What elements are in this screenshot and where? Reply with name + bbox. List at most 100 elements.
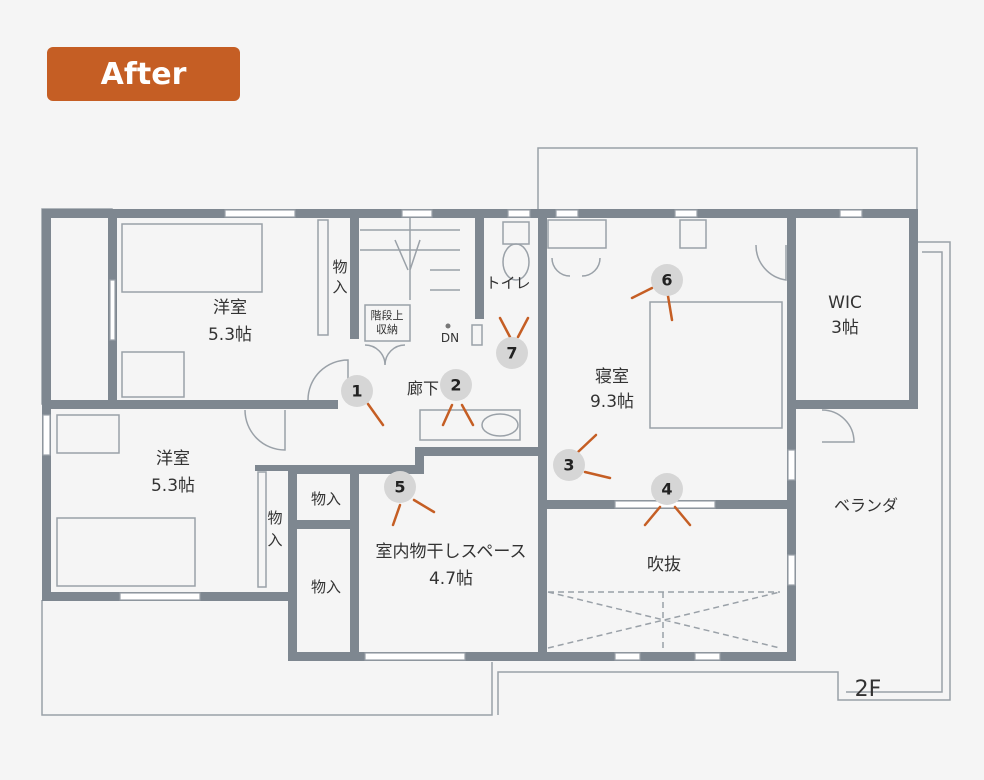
door-stair-storage — [364, 344, 406, 366]
dresser-bedroom-1 — [547, 219, 607, 249]
marker-7-sight-right — [516, 316, 530, 339]
wall-hall-bottom — [415, 447, 547, 456]
after-badge: After — [47, 47, 240, 101]
window-toilet-top — [507, 209, 531, 218]
window-bedroom-right — [787, 449, 796, 481]
door-veranda — [821, 409, 855, 443]
floor-label: 2F — [855, 677, 882, 702]
marker-3-sight-top — [576, 433, 598, 454]
marker-4-number: 4 — [661, 480, 672, 499]
hallway-label: 廊下 — [407, 379, 439, 398]
top-right-outline — [537, 147, 918, 210]
bottom-left-outline — [41, 600, 493, 716]
marker-3-circle — [553, 449, 585, 481]
wall-storage-right — [350, 465, 359, 661]
stair-storage-box — [364, 304, 411, 342]
drying-space-name: 室内物干しスペース — [376, 542, 527, 562]
dresser-bedroom-2 — [679, 219, 707, 249]
wall-closet-top — [255, 465, 295, 471]
marker-7: 7 — [496, 316, 530, 369]
wall-storage-divider — [288, 520, 358, 529]
door-hall-1 — [307, 359, 349, 401]
marker-1: 1 — [341, 375, 385, 427]
window-bedroom-top-1 — [555, 209, 579, 218]
window-room2-left — [42, 414, 51, 456]
door-bedroom-closet — [551, 257, 601, 277]
window-void-bottom-2 — [694, 652, 721, 661]
marker-2: 2 — [440, 369, 475, 427]
marker-5-sight-left — [391, 503, 402, 527]
room2-size: 5.3帖 — [151, 476, 195, 496]
marker-5-sight-right — [412, 498, 436, 514]
marker-4-sight-left — [643, 505, 662, 527]
marker-5-circle — [384, 471, 416, 503]
window-void-right — [787, 554, 796, 586]
marker-7-sight-left — [498, 316, 512, 339]
dn-dot — [445, 323, 451, 329]
marker-6-number: 6 — [661, 271, 672, 290]
wall-stair-left — [350, 209, 359, 339]
wall-mid-left — [42, 400, 338, 409]
bedroom-size: 9.3帖 — [590, 392, 634, 412]
storage-room1-line2: 入 — [332, 278, 347, 296]
marker-3-sight-right — [583, 470, 612, 480]
storage-room1-line1: 物 — [332, 258, 347, 276]
marker-6: 6 — [630, 264, 683, 322]
room-labels: 洋室 5.3帖 洋室 5.3帖 物 物入 入 物 入 物入 物入 階段上 収納 … — [151, 258, 898, 702]
marker-6-circle — [651, 264, 683, 296]
closet-door-room1 — [317, 219, 329, 336]
veranda-outline — [497, 241, 951, 715]
wall-storage-left — [288, 465, 297, 661]
void-cross — [547, 591, 781, 649]
marker-4: 4 — [643, 473, 692, 527]
marker-2-sight-left — [441, 403, 454, 427]
marker-3: 3 — [553, 433, 612, 481]
marker-4-sight-right — [673, 505, 692, 527]
window-wic-top — [839, 209, 863, 218]
bed-bedroom — [649, 301, 783, 429]
marker-2-circle — [440, 369, 472, 401]
room1-name: 洋室 — [213, 298, 247, 318]
walls — [42, 209, 918, 661]
marker-7-number: 7 — [506, 344, 517, 363]
room1-size: 5.3帖 — [208, 325, 252, 345]
fixtures — [56, 218, 855, 649]
veranda-inner-outline — [846, 251, 943, 693]
staircase — [360, 218, 460, 300]
window-bedroom-top-2 — [674, 209, 698, 218]
hall-post — [471, 324, 483, 346]
marker-6-sight-left — [630, 286, 654, 300]
veranda-label: ベランダ — [834, 496, 898, 515]
marker-5: 5 — [384, 471, 436, 527]
down-label: DN — [441, 331, 459, 345]
window-void-bottom-1 — [614, 652, 641, 661]
toilet-label: トイレ — [485, 274, 530, 292]
storage-room2-line1: 物 — [267, 509, 282, 527]
storage-3-label: 物入 — [311, 490, 341, 508]
marker-6-sight-down — [666, 294, 674, 322]
marker-7-circle — [496, 337, 528, 369]
closet-door-room2 — [257, 471, 267, 588]
bed-room1 — [121, 223, 263, 293]
photo-markers: 1 2 3 4 — [341, 264, 692, 527]
window-drying-bottom — [364, 652, 466, 661]
desk-room2 — [56, 414, 120, 454]
marker-1-number: 1 — [351, 382, 362, 401]
window-room1-left — [109, 279, 116, 341]
marker-1-circle — [341, 375, 373, 407]
marker-2-sight-right — [460, 403, 475, 427]
marker-4-circle — [651, 473, 683, 505]
toilet-bowl — [502, 243, 530, 281]
door-wic — [755, 244, 787, 281]
wall-bedroom-left — [538, 209, 547, 661]
desk-room1 — [121, 351, 185, 398]
marker-5-number: 5 — [394, 478, 405, 497]
stair-storage-line1: 階段上 — [371, 308, 404, 322]
wall-right-main — [787, 209, 796, 661]
left-balcony-outline — [41, 208, 113, 405]
window-room2-bottom — [119, 592, 201, 601]
marker-2-number: 2 — [450, 376, 461, 395]
stair-storage-line2: 収納 — [376, 323, 398, 336]
